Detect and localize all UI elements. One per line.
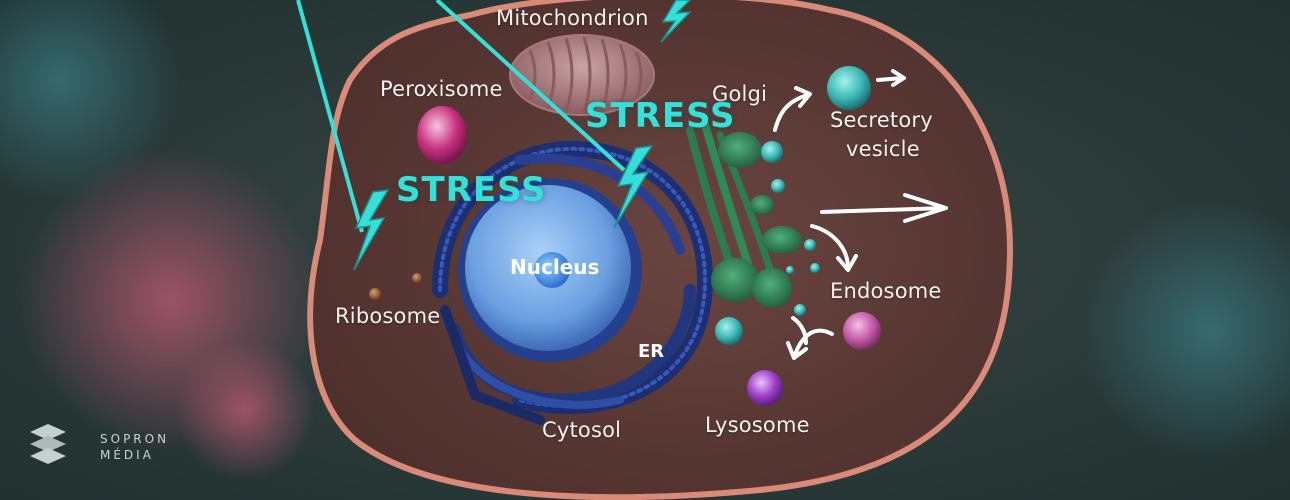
golgi-vesicle — [794, 304, 806, 316]
logo-text-line2: MÉDIA — [100, 448, 154, 462]
ribosome-label: Ribosome — [335, 304, 441, 328]
mitochondrion — [509, 34, 655, 116]
logo-text-line1: SOPRON — [100, 432, 170, 446]
golgi-apparatus — [686, 121, 802, 308]
lightning-icon — [613, 145, 654, 229]
sopron-media-logo-icon — [30, 424, 66, 464]
secretory-vesicle — [827, 66, 871, 110]
arrow-endosome-lysosome — [793, 328, 834, 357]
peroxisome-label: Peroxisome — [380, 77, 503, 101]
golgi-vesicle — [786, 266, 794, 274]
nucleus-label: Nucleus — [510, 255, 600, 279]
golgi-label: Golgi — [712, 82, 768, 106]
background-blur-teal-right — [1080, 200, 1290, 460]
golgi-vesicle — [771, 179, 785, 193]
ribosome — [412, 273, 422, 283]
background-blur-teal — [0, 0, 180, 200]
arrow-exocytosis — [820, 206, 947, 214]
arrow-golgi-lysosome — [791, 316, 808, 345]
mitochondrion-label: Mitochondrion — [496, 6, 649, 30]
golgi-vesicle — [810, 263, 820, 273]
lightning-icon — [353, 189, 390, 271]
peroxisome — [417, 106, 467, 164]
stress-label: STRESS — [396, 170, 547, 210]
lysosome — [747, 370, 783, 406]
cell-membrane — [307, 0, 1014, 500]
golgi-vesicle — [804, 239, 816, 251]
arrow-to-endosome — [810, 224, 850, 270]
sopron-media-logo: SOPRON MÉDIA — [28, 424, 166, 468]
arrow-secretory-out — [876, 76, 905, 82]
cytosol-label: Cytosol — [542, 418, 622, 442]
golgi-vesicle — [761, 141, 783, 163]
stress-label: STRESS — [585, 96, 736, 136]
endosome — [843, 312, 881, 350]
secretory-vesicle-label-line2: vesicle — [846, 137, 920, 161]
background-blur-red — [175, 340, 315, 480]
ribosome — [369, 288, 381, 300]
lightning-icon — [660, 0, 692, 43]
nucleolus — [534, 252, 570, 288]
endosome-label: Endosome — [830, 279, 942, 303]
arrows — [773, 69, 948, 360]
stress-lines — [296, 0, 626, 233]
secretory-vesicle-label-line1: Secretory — [830, 108, 933, 132]
arrow-to-secretory-vesicle — [773, 93, 810, 132]
lysosome-label: Lysosome — [705, 413, 810, 437]
transport-vesicle — [715, 317, 743, 345]
nucleus — [458, 178, 642, 362]
er-label: ER — [638, 341, 665, 362]
